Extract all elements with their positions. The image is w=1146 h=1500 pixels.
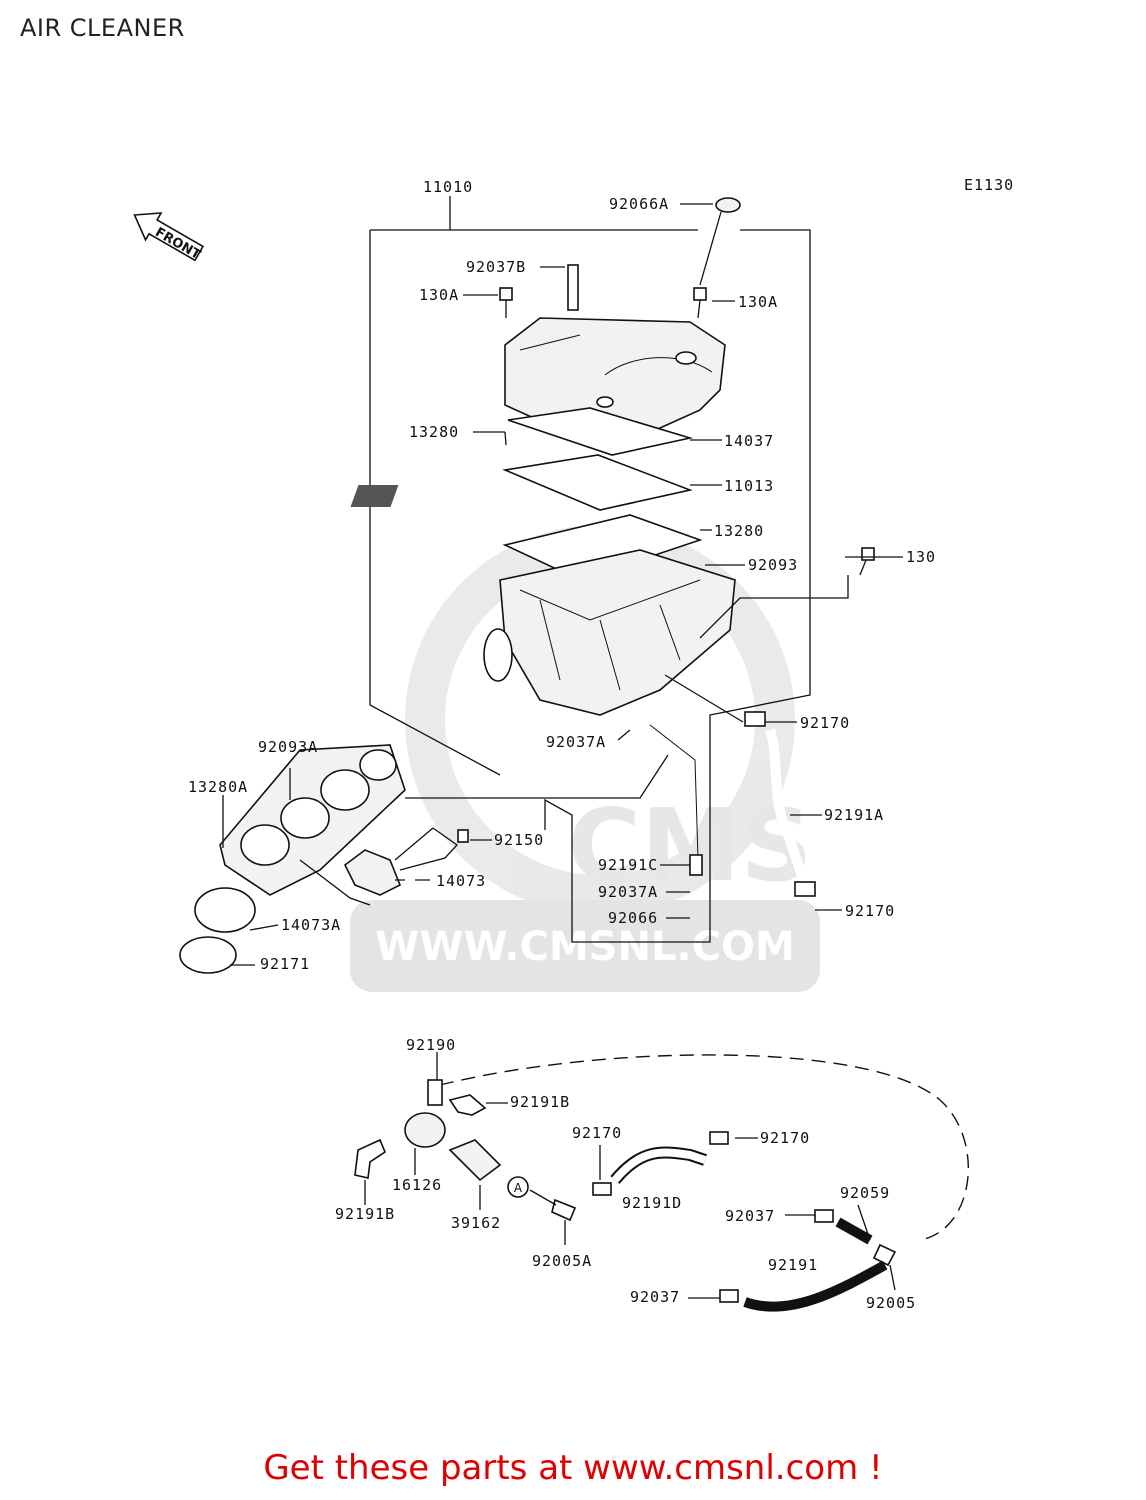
leader-lines-lower xyxy=(299,827,458,906)
bolt-130 xyxy=(859,547,875,576)
part-label: 92191D xyxy=(622,1194,682,1212)
bracket-14073 xyxy=(343,849,402,896)
clamp-92170-lower-left xyxy=(592,1182,612,1196)
filter-39162 xyxy=(448,1139,502,1182)
part-label: 130 xyxy=(906,548,936,566)
part-label: 92170 xyxy=(572,1124,622,1142)
part-label: 92191B xyxy=(335,1205,395,1223)
cap-92191c xyxy=(689,854,703,876)
bore-3 xyxy=(320,769,370,811)
hose-92191 xyxy=(743,1260,888,1312)
part-label: 92171 xyxy=(260,955,310,973)
duct-14073a xyxy=(194,887,256,933)
callout-a xyxy=(507,1176,529,1198)
elbow-92191b-top xyxy=(448,1094,487,1116)
bore-1 xyxy=(240,824,290,866)
bore-4 xyxy=(359,749,397,781)
element-mesh xyxy=(350,485,399,507)
bolt-92150 xyxy=(457,829,469,843)
part-label: 130A xyxy=(419,286,459,304)
watermark-logo: CMS xyxy=(568,787,813,904)
part-label: 92066 xyxy=(608,909,658,927)
clamp-92037-lower xyxy=(719,1289,739,1303)
cover-hole xyxy=(596,396,614,408)
part-label: 92150 xyxy=(494,831,544,849)
front-arrow: FRONT xyxy=(133,212,205,263)
part-label: 92191A xyxy=(824,806,884,824)
air-cleaner-case xyxy=(499,549,736,716)
front-arrow-icon xyxy=(133,212,205,262)
part-label: 11013 xyxy=(724,477,774,495)
case-frame xyxy=(519,579,701,691)
part-label: 14073A xyxy=(281,916,341,934)
part-label: 92190 xyxy=(406,1036,456,1054)
fitting-92005 xyxy=(872,1243,897,1267)
part-label: 92170 xyxy=(845,902,895,920)
part-label: 92093A xyxy=(258,738,318,756)
part-label: 13280 xyxy=(409,423,459,441)
part-label: 11010 xyxy=(423,178,473,196)
part-label: 92093 xyxy=(748,556,798,574)
callout-a-label: A xyxy=(514,1181,523,1195)
part-label: 92191C xyxy=(598,856,658,874)
watermark-banner xyxy=(350,900,820,992)
hose-92190 xyxy=(427,1079,443,1106)
case-intake xyxy=(483,628,513,682)
clamp-92170-lower-right xyxy=(709,1131,729,1145)
part-label: 92037A xyxy=(546,733,606,751)
routing-line xyxy=(439,1054,969,1241)
assembly-bracket xyxy=(369,196,811,943)
bolt-130a-right xyxy=(693,287,707,319)
part-label: 14037 xyxy=(724,432,774,450)
pipe-92037b xyxy=(567,264,579,311)
part-label: 92037B xyxy=(466,258,526,276)
hose-92191d xyxy=(611,1148,707,1183)
bore-2 xyxy=(280,797,330,839)
plug-92066a xyxy=(715,197,741,213)
part-label: 13280 xyxy=(714,522,764,540)
bolt-130a-left xyxy=(499,287,513,318)
clamp-92037-upper xyxy=(814,1209,834,1223)
cover-detail xyxy=(519,334,713,376)
part-label: 92059 xyxy=(840,1184,890,1202)
element-11013 xyxy=(502,454,693,511)
part-label: 14073 xyxy=(436,872,486,890)
part-label: 92170 xyxy=(800,714,850,732)
part-label: 16126 xyxy=(392,1176,442,1194)
drain-line xyxy=(649,724,699,859)
ref-code: E1130 xyxy=(964,176,1014,194)
clamp-92171 xyxy=(179,936,237,974)
cover-hole xyxy=(675,351,697,365)
clamp-92170-bottom xyxy=(794,881,816,897)
part-label: 130A xyxy=(738,293,778,311)
hose-92191a xyxy=(765,728,810,887)
page-title: AIR CLEANER xyxy=(20,14,185,42)
part-label: 92005A xyxy=(532,1252,592,1270)
watermark-url: WWW.CMSNL.COM xyxy=(375,924,795,970)
part-label: 92066A xyxy=(609,195,669,213)
part-label: 92037 xyxy=(630,1288,680,1306)
part-label: 92191 xyxy=(768,1256,818,1274)
part-label: 92037A xyxy=(598,883,658,901)
footer-link[interactable]: Get these parts at www.cmsnl.com ! xyxy=(263,1448,883,1488)
gasket-13280-top xyxy=(507,407,694,456)
fitting-92005a xyxy=(551,1198,577,1222)
clamp-92170-top xyxy=(744,711,766,727)
part-label: 13280A xyxy=(188,778,248,796)
part-label: 39162 xyxy=(451,1214,501,1232)
part-label: 92005 xyxy=(866,1294,916,1312)
part-label: 92170 xyxy=(760,1129,810,1147)
leader-lines xyxy=(222,203,903,1299)
part-label: 92191B xyxy=(510,1093,570,1111)
elbow-92191b-left xyxy=(354,1138,386,1179)
part-label: 92037 xyxy=(725,1207,775,1225)
parts-diagram: WWW.CMSNL.COM CMS FRONT E1130 xyxy=(133,176,1014,1312)
leader xyxy=(405,754,669,799)
valve-16126 xyxy=(404,1112,446,1148)
hose-92059 xyxy=(835,1217,873,1245)
